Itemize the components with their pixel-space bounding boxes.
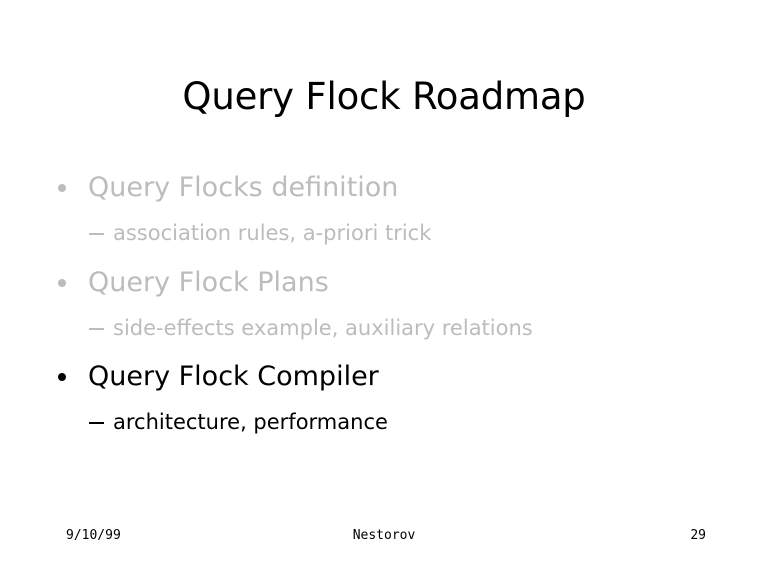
bullet-item-query-flock-plans[interactable]: Query Flock Plans: [0, 261, 768, 304]
page-title: Query Flock Roadmap: [182, 75, 586, 118]
en-dash-icon: [89, 327, 104, 330]
bullet-dot-icon: [58, 278, 66, 287]
bullet-group-3: Query Flock Compiler architecture, perfo…: [0, 355, 768, 447]
sub-bullet-label: association rules, a-priori trick: [113, 221, 432, 245]
footer-date: 9/10/99: [66, 528, 121, 543]
sub-bullet-item-side-effects-example[interactable]: side-effects example, auxiliary relation…: [0, 304, 768, 353]
bullet-item-query-flocks-definition[interactable]: Query Flocks definition: [0, 166, 768, 209]
footer-page-number: 29: [690, 528, 706, 543]
bullet-group-1: Query Flocks definition association rule…: [0, 166, 768, 258]
sub-bullet-item-architecture-performance[interactable]: architecture, performance: [0, 398, 768, 447]
en-dash-icon: [89, 232, 104, 235]
bullet-group-2: Query Flock Plans side-effects example, …: [0, 261, 768, 353]
bullet-item-query-flock-compiler[interactable]: Query Flock Compiler: [0, 355, 768, 398]
footer-author: Nestorov: [352, 528, 416, 543]
bullet-label: Query Flock Compiler: [88, 361, 379, 392]
bullet-label: Query Flock Plans: [88, 267, 329, 298]
slide-footer: 9/10/99 Nestorov 29: [0, 528, 768, 550]
en-dash-icon: [89, 421, 104, 424]
sub-bullet-label: side-effects example, auxiliary relation…: [113, 316, 533, 340]
bullet-label: Query Flocks definition: [88, 172, 399, 203]
bullet-dot-icon: [58, 372, 66, 381]
sub-bullet-label: architecture, performance: [113, 410, 388, 434]
sub-bullet-item-association-rules[interactable]: association rules, a-priori trick: [0, 209, 768, 258]
slide-body: Query Flocks definition association rule…: [0, 166, 768, 447]
bullet-dot-icon: [58, 183, 66, 192]
